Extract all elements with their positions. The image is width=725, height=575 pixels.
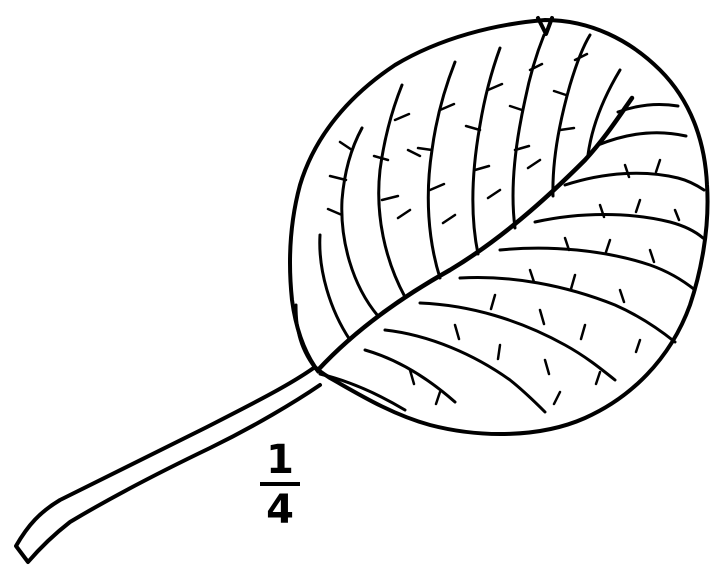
scale-fraction: 1 4 [258,440,302,530]
leaf-vein-upper [551,33,592,198]
leaf-vein-upper [511,33,546,230]
fraction-bar [260,482,300,486]
leaf-vein-upper [586,68,622,157]
leaf-tertiary-veins-upper [326,52,589,225]
leaf-vein-lower [418,301,617,382]
leaf-vein-lower [563,171,706,192]
leaf-vein-lower [498,246,697,292]
scale-denominator: 4 [266,487,294,533]
scale-numerator: 1 [266,437,294,483]
leaf-vein-upper [377,83,407,299]
leaf-vein-lower [363,348,457,404]
leaf-vein-upper [318,233,352,342]
leaf-vein-lower [616,102,680,114]
leaf-vein-upper [426,60,457,280]
leaf-tertiary-veins-lower [408,158,681,406]
leaf-outline [288,18,710,437]
leaf-vein-lower [458,276,677,344]
leaf-vein-upper [471,46,502,256]
leaf-vein-lower [533,213,705,240]
leaf-vein-lower [383,328,547,414]
leaf-vein-upper [340,126,380,318]
leaf-petiole [14,365,322,564]
leaf-apex-notch [536,16,554,36]
leaf-base-vein [318,372,407,412]
leaf-vein-lower [596,131,688,147]
leaf-midrib [315,95,635,373]
leaf-base-vein [294,303,320,374]
